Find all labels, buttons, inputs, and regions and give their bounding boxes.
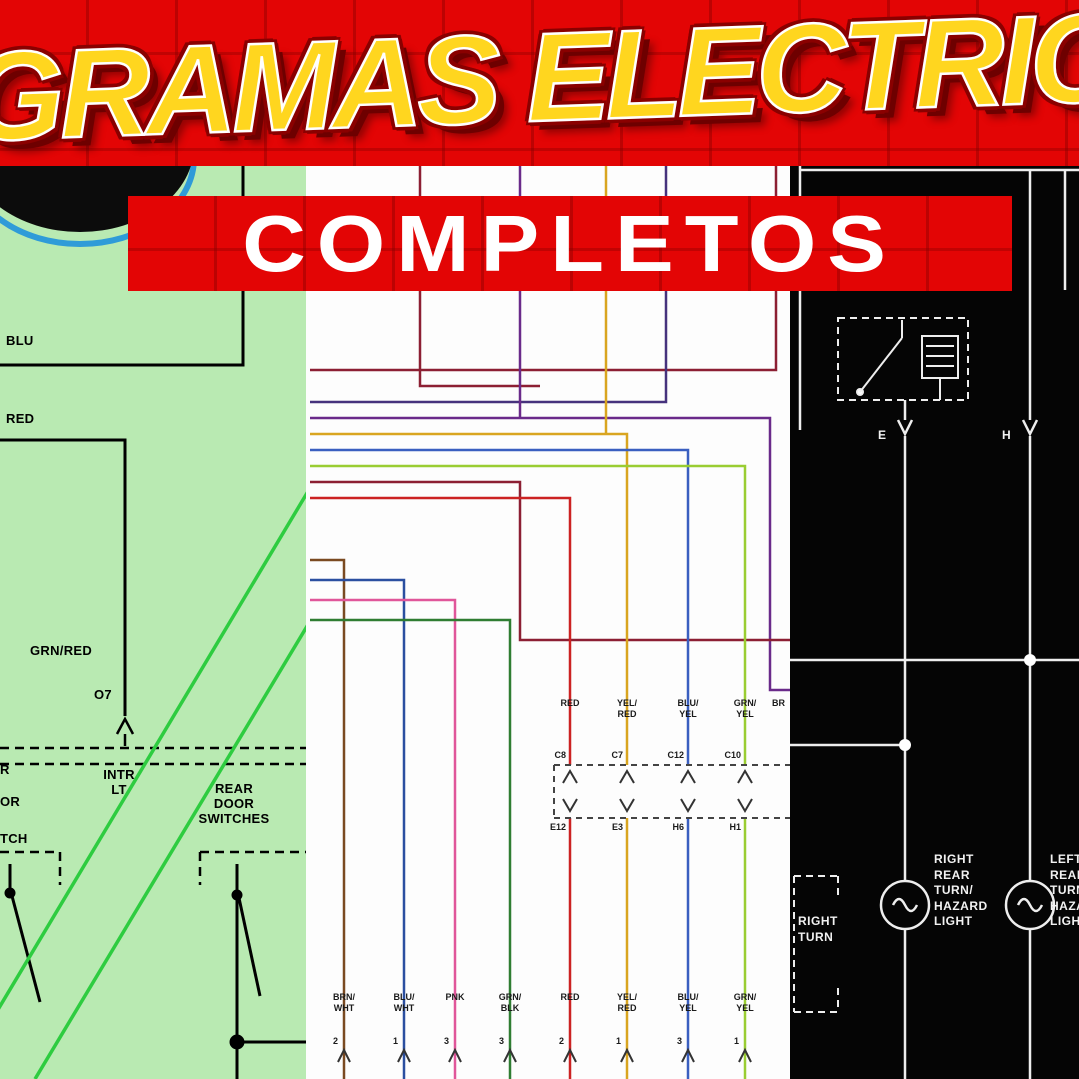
- black-wiring-panel: E H RIGHT REAR TURN/ HAZARD LIGHT LEFT R…: [790, 0, 1079, 1079]
- rear-door-switches-label: REAR DOOR SWITCHES: [198, 781, 270, 826]
- edge-label-fragment: OR: [0, 794, 21, 809]
- wire-label: BLU/ YEL: [677, 698, 699, 719]
- bottom-pin-icons: [337, 1047, 752, 1063]
- wire-label: GRN/ BLK: [498, 992, 522, 1013]
- junction-dot: [1024, 654, 1036, 666]
- connector-label-o7: O7: [94, 687, 112, 702]
- connector-pin-label: C10: [724, 750, 741, 760]
- edge-label-fragment: TCH: [0, 831, 28, 846]
- connector-arrow-icon: [115, 716, 135, 746]
- edge-label-fragment: R: [0, 762, 10, 777]
- wire-label: YEL/ RED: [616, 698, 637, 719]
- terminal-label-e: E: [878, 428, 887, 442]
- green-diagonal-lines: [0, 491, 306, 1079]
- connector-pin-label: H1: [729, 822, 741, 832]
- pin-number: 1: [733, 1036, 739, 1046]
- wire-label: YEL/ RED: [616, 992, 637, 1013]
- subtitle-banner: COMPLETOS: [128, 196, 1012, 291]
- wire-label: RED: [560, 698, 580, 708]
- intr-lt-label: INTR LT: [103, 767, 135, 797]
- pin-number: 2: [332, 1036, 338, 1046]
- connector-row-box: [553, 764, 790, 819]
- door-switch-icon: [229, 864, 306, 1079]
- relay-icon: [837, 317, 969, 401]
- connector-pin-label: C12: [667, 750, 684, 760]
- main-wire-group: [310, 432, 747, 1079]
- wire-label-blu: BLU: [6, 333, 34, 348]
- pin-number: 3: [443, 1036, 449, 1046]
- wire-label-red: RED: [6, 411, 35, 426]
- green-wiring-panel: BLU RED GRN/RED O7 INTR LT REAR DOOR SWI…: [0, 0, 306, 1079]
- connector-pin-label: E12: [549, 822, 566, 832]
- pin-number: 2: [558, 1036, 564, 1046]
- wire-label: GRN/ YEL: [733, 698, 757, 719]
- connector-pin-label: C7: [611, 750, 623, 760]
- pin-number: 3: [498, 1036, 504, 1046]
- title-banner: GRAMAS ELECTRIC: [0, 0, 1079, 166]
- wire-label: BLU/ WHT: [393, 992, 415, 1013]
- wire-label-grn-red: GRN/RED: [30, 643, 93, 658]
- banner-grid-lines: [128, 196, 1012, 291]
- dashed-harness-lines: [0, 746, 306, 885]
- junction-dot: [899, 739, 911, 751]
- lamp-icon: [1004, 879, 1056, 931]
- connector-pin-label: E3: [611, 822, 623, 832]
- wire-label: PNK: [445, 992, 465, 1002]
- left-rear-turn-label: LEFT REAR TURN/ HAZARD LIGHT: [1050, 852, 1079, 929]
- right-turn-label: RIGHT TURN: [798, 914, 838, 944]
- terminal-arrow-icon: [896, 419, 1039, 437]
- wire-label: RED: [560, 992, 580, 1002]
- banner-grid-lines: [0, 0, 1079, 166]
- banner-subtitle: COMPLETOS: [242, 198, 898, 288]
- pin-number: 3: [676, 1036, 682, 1046]
- white-harness-panel: RED YEL/ RED BLU/ YEL GRN/ YEL BR C8 C7 …: [306, 0, 790, 1079]
- lamp-icon: [879, 879, 931, 931]
- wire-label: BLU/ YEL: [677, 992, 699, 1013]
- wire-label-partial: BR: [772, 698, 785, 708]
- connector-pin-label: H6: [672, 822, 684, 832]
- dashed-component-box: [793, 875, 839, 1013]
- pin-number: 1: [615, 1036, 621, 1046]
- door-switch-icon: [4, 864, 42, 1003]
- terminal-label-h: H: [1002, 428, 1012, 442]
- right-rear-turn-label: RIGHT REAR TURN/ HAZARD LIGHT: [934, 852, 988, 929]
- white-harness-svg: [310, 150, 790, 1079]
- wire-label: BRN/ WHT: [333, 992, 355, 1013]
- connector-pin-icons: [562, 769, 753, 813]
- connector-pin-label: C8: [554, 750, 566, 760]
- pin-number: 1: [392, 1036, 398, 1046]
- wire-label: GRN/ YEL: [733, 992, 757, 1013]
